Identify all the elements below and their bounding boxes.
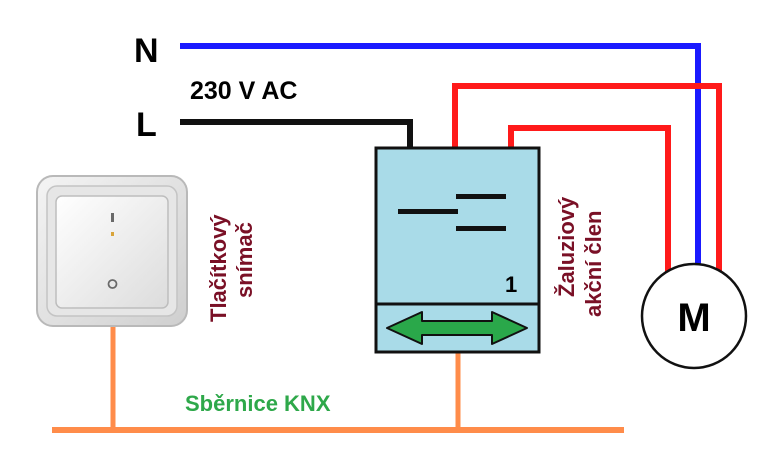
double-arrow-icon (386, 311, 528, 345)
bus-label: Sběrnice KNX (185, 391, 331, 416)
sensor-label-line1: Tlačítkový (206, 214, 231, 322)
channel-number: 1 (505, 272, 517, 297)
voltage-label: 230 V AC (190, 77, 297, 105)
motor-wire-1 (452, 83, 722, 272)
push-button-switch-icon (36, 175, 188, 327)
live-wire (180, 119, 413, 148)
sensor-label-line2: snímač (232, 222, 257, 298)
motor-wire-2 (508, 125, 671, 272)
motor-label: M (677, 296, 710, 340)
actuator-label-line1: Žaluziový (554, 196, 579, 297)
neutral-label: N (134, 32, 159, 70)
motor-icon: M (640, 262, 748, 370)
relay-contacts-icon (398, 194, 506, 231)
neutral-wire (180, 43, 701, 270)
line-label: L (136, 106, 157, 144)
actuator-label-line2: akční člen (581, 211, 606, 317)
blind-actuator: 1 (374, 146, 541, 354)
